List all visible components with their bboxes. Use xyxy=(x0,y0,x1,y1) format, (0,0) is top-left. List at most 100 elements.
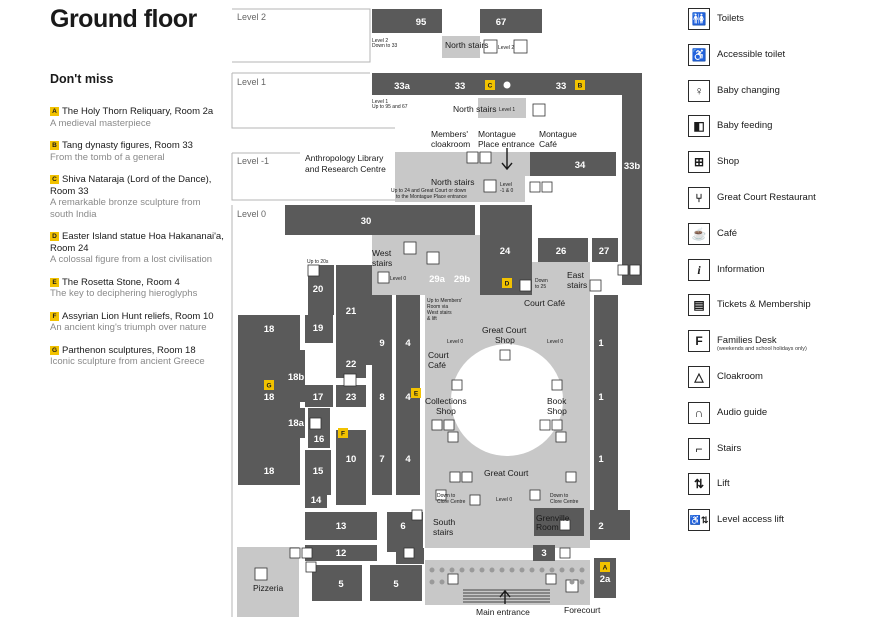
room-5-east[interactable] xyxy=(370,565,422,601)
map-label: East xyxy=(567,270,585,280)
restaurant-icon: ⑂ xyxy=(688,186,710,209)
highlight-badge: C xyxy=(50,175,59,184)
map-label: Café xyxy=(428,360,446,370)
column-marker xyxy=(509,567,515,573)
map-badge-f[interactable] xyxy=(338,428,348,438)
room-30[interactable] xyxy=(285,205,475,235)
legend-row: ☕Café xyxy=(688,222,878,259)
room-10[interactable] xyxy=(336,430,366,505)
highlight-badge: E xyxy=(50,277,59,287)
legend-row: ⌐Stairs xyxy=(688,437,878,474)
map-note: Room via xyxy=(427,304,448,310)
room-number: 29a xyxy=(429,274,446,285)
cafe-icon xyxy=(254,567,268,581)
room-17[interactable] xyxy=(305,385,333,407)
map-badge-b[interactable] xyxy=(575,80,585,90)
room-95[interactable] xyxy=(372,9,442,33)
map-badge-c[interactable] xyxy=(485,80,495,90)
room-33b[interactable] xyxy=(622,95,642,285)
map-label: South xyxy=(433,517,455,527)
room-22[interactable] xyxy=(336,350,366,378)
room-number: 30 xyxy=(361,216,372,227)
column-marker xyxy=(569,567,575,573)
highlight-description: A remarkable bronze sculpture from south… xyxy=(50,197,201,220)
room-23[interactable] xyxy=(336,385,366,407)
legend-row: ◧Baby feeding xyxy=(688,115,878,151)
map-label: Main entrance xyxy=(476,607,530,617)
legend-label: Baby changing xyxy=(717,84,780,96)
room-3[interactable] xyxy=(533,545,555,561)
highlight-badge: F xyxy=(50,311,59,321)
legend-label: Stairs xyxy=(717,442,742,454)
legend-label: Baby feeding xyxy=(717,120,773,132)
floor-map: Level 2 Level 1 Level -1 Level 0 xyxy=(231,8,642,617)
information-icon xyxy=(565,471,577,483)
map-note: Up to 20s xyxy=(307,259,329,265)
room-27[interactable] xyxy=(592,238,618,262)
stairs-icon xyxy=(403,547,415,559)
room-12[interactable] xyxy=(305,545,377,561)
map-note: Down to 33 xyxy=(372,43,398,49)
room-15[interactable] xyxy=(305,450,331,495)
map-label: Montague xyxy=(478,129,516,139)
room-26[interactable] xyxy=(538,238,588,262)
legend-label: Information xyxy=(717,263,765,275)
room-18a[interactable] xyxy=(285,408,305,438)
map-badge-letter: G xyxy=(266,383,271,390)
map-label: Shop xyxy=(547,406,567,416)
room-34[interactable] xyxy=(530,152,616,176)
map-badge-d[interactable] xyxy=(502,278,512,288)
highlight-description: An ancient king's triumph over nature xyxy=(50,322,207,333)
map-badge-letter: E xyxy=(414,391,419,398)
room-number: 7 xyxy=(379,454,384,465)
accessible-toilet-icon xyxy=(629,264,641,276)
column-marker xyxy=(529,567,535,573)
room-number: 2a xyxy=(600,574,611,585)
legend-label: Great Court Restaurant xyxy=(717,191,816,203)
map-label: Grenville xyxy=(536,513,570,523)
room-5-west[interactable] xyxy=(312,565,362,601)
room-number: 33 xyxy=(556,81,567,92)
map-label: Shop xyxy=(436,406,456,416)
room-13[interactable] xyxy=(305,512,377,540)
map-note: Level xyxy=(500,182,512,188)
room-18b[interactable] xyxy=(285,350,305,402)
north-stairs-level-1-area xyxy=(478,98,526,118)
map-badge-a[interactable] xyxy=(600,562,610,572)
legend-row: ▤Tickets & Membership xyxy=(688,294,878,330)
families-desk-icon xyxy=(449,471,461,483)
grenville-room[interactable] xyxy=(534,508,584,536)
map-badge-g[interactable] xyxy=(264,380,274,390)
room-14[interactable] xyxy=(305,492,327,508)
cloakroom-icon xyxy=(466,151,479,164)
legend-label: Accessible toilet xyxy=(717,48,786,60)
map-note: Down xyxy=(535,278,548,284)
room-2a[interactable] xyxy=(594,558,616,598)
information-icon xyxy=(479,151,492,164)
highlight-description: From the tomb of a general xyxy=(50,151,165,163)
room-67[interactable] xyxy=(480,9,542,33)
rooms-7-8-9[interactable] xyxy=(372,295,392,495)
tickets-icon: ▤ xyxy=(688,294,710,317)
column-marker xyxy=(579,567,585,573)
room-1[interactable] xyxy=(594,295,618,510)
level-1-outline xyxy=(231,72,395,129)
map-note: -1 & 0 xyxy=(500,188,514,194)
toilets-icon: 🚻 xyxy=(688,8,710,30)
room-19[interactable] xyxy=(305,315,333,343)
map-badge-e[interactable] xyxy=(411,388,421,398)
cafe-icon: ☕ xyxy=(688,222,710,245)
column-marker xyxy=(429,567,435,573)
room-2[interactable] xyxy=(590,510,630,540)
legend-label: Audio guide xyxy=(717,406,768,418)
room-21[interactable] xyxy=(336,265,372,365)
